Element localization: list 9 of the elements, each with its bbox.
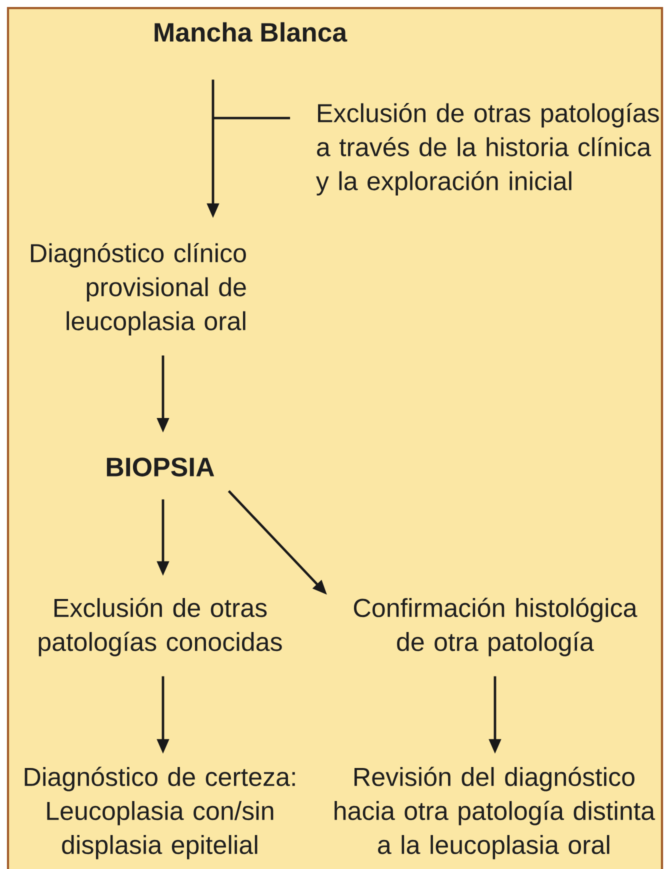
step-text: Diagnóstico de certeza: Leucoplasia con/sin displasia epitelial — [24, 766, 295, 860]
step-text: Revisión del diagnóstico hacia otra patología distinta a la leucoplasia oral — [334, 766, 656, 860]
step-text: Exclusión de otras patologías conocidas — [38, 598, 282, 656]
step-text: Diagnóstico clínico provisional de leucoplasia oral — [30, 242, 246, 336]
step-text: Exclusión de otras patologías a través de la historia clínica y la exploración inicial — [316, 102, 659, 196]
heading-text: Mancha Blanca — [154, 22, 348, 42]
heading-text: BIOPSIA — [106, 458, 214, 476]
step-text: Confirmación histológica de otra patología — [354, 598, 638, 656]
connector-line — [213, 116, 290, 120]
